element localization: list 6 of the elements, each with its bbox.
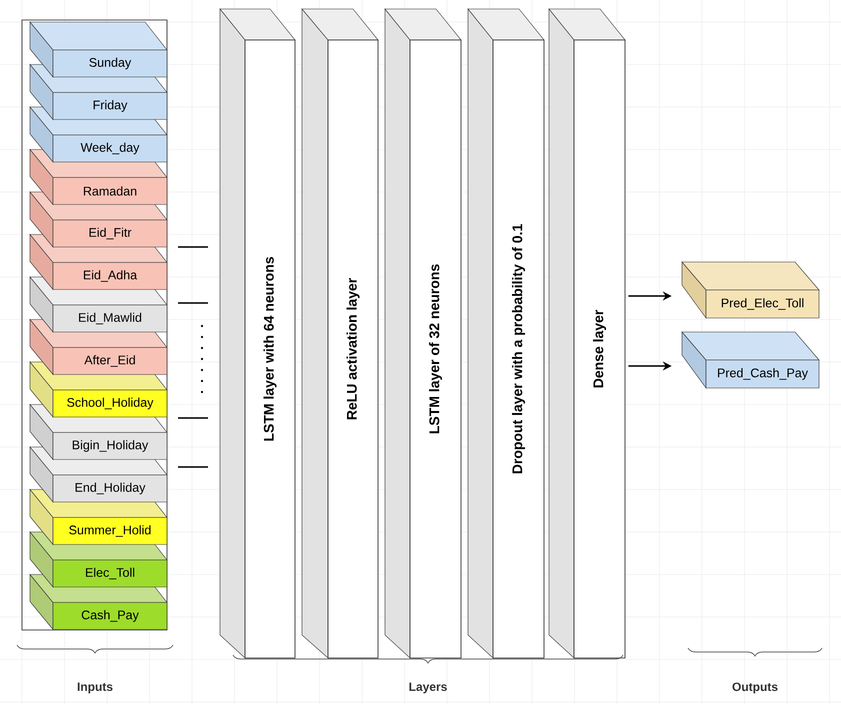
group-label: Outputs: [732, 682, 778, 694]
group-label: Inputs: [78, 682, 113, 694]
node-label: Cash_Pay: [82, 610, 139, 622]
group-label: Layers: [409, 682, 447, 694]
node-label: Pred_Elec_Toll: [722, 298, 804, 310]
node-label: Pred_Cash_Pay: [718, 368, 808, 380]
